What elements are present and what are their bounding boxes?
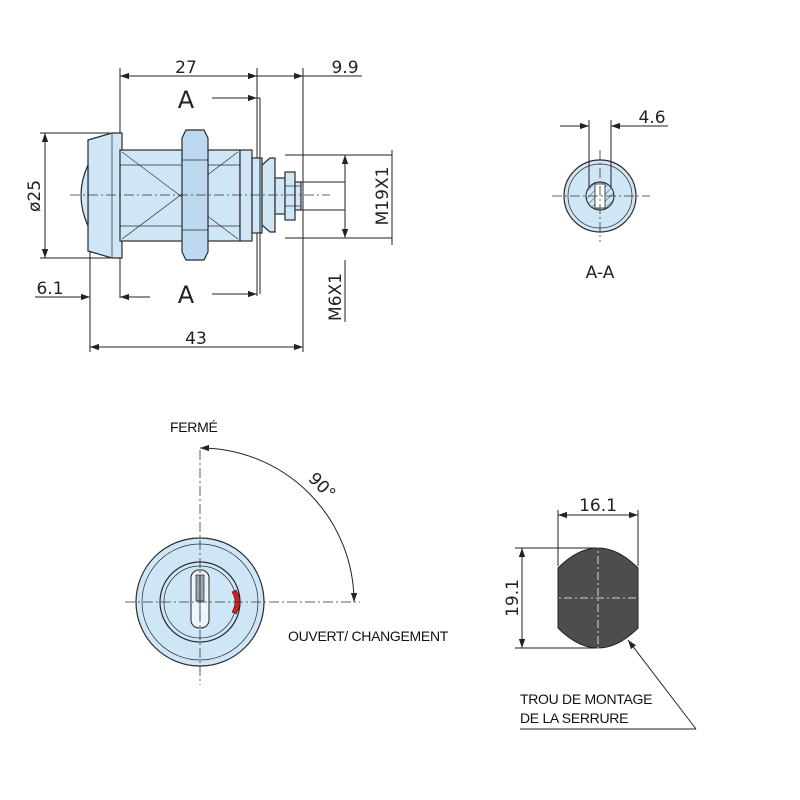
side-view: 27 9.9 A A ø25 6.1 43 M19X1 M6X1 — [25, 58, 393, 352]
closed-label: FERMÉ — [170, 419, 218, 435]
front-view: 90° FERMÉ OUVERT/ CHANGEMENT — [125, 419, 449, 685]
thread-m6: M6X1 — [326, 273, 346, 321]
open-label: OUVERT/ CHANGEMENT — [288, 628, 449, 644]
dim-43: 43 — [185, 329, 207, 349]
angle-label: 90° — [304, 469, 339, 504]
mounting-hole-view: 16.1 19.1 TROU DE MONTAGE DE LA SERRURE — [503, 496, 697, 730]
dim-9-9: 9.9 — [331, 58, 358, 78]
dim-diameter-25: ø25 — [25, 180, 45, 212]
note-line-1: TROU DE MONTAGE — [520, 691, 652, 707]
dim-16-1: 16.1 — [579, 496, 617, 516]
thread-m19: M19X1 — [373, 167, 393, 226]
dim-4-6: 4.6 — [638, 108, 665, 128]
dim-6-1: 6.1 — [36, 279, 63, 299]
section-mark-bottom: A — [178, 281, 195, 309]
dim-19-1: 19.1 — [503, 579, 523, 617]
section-view: 4.6 A-A — [552, 108, 668, 283]
dim-27: 27 — [175, 58, 197, 78]
note-line-2: DE LA SERRURE — [520, 710, 628, 726]
section-mark-top: A — [178, 86, 195, 114]
section-label: A-A — [586, 263, 615, 283]
